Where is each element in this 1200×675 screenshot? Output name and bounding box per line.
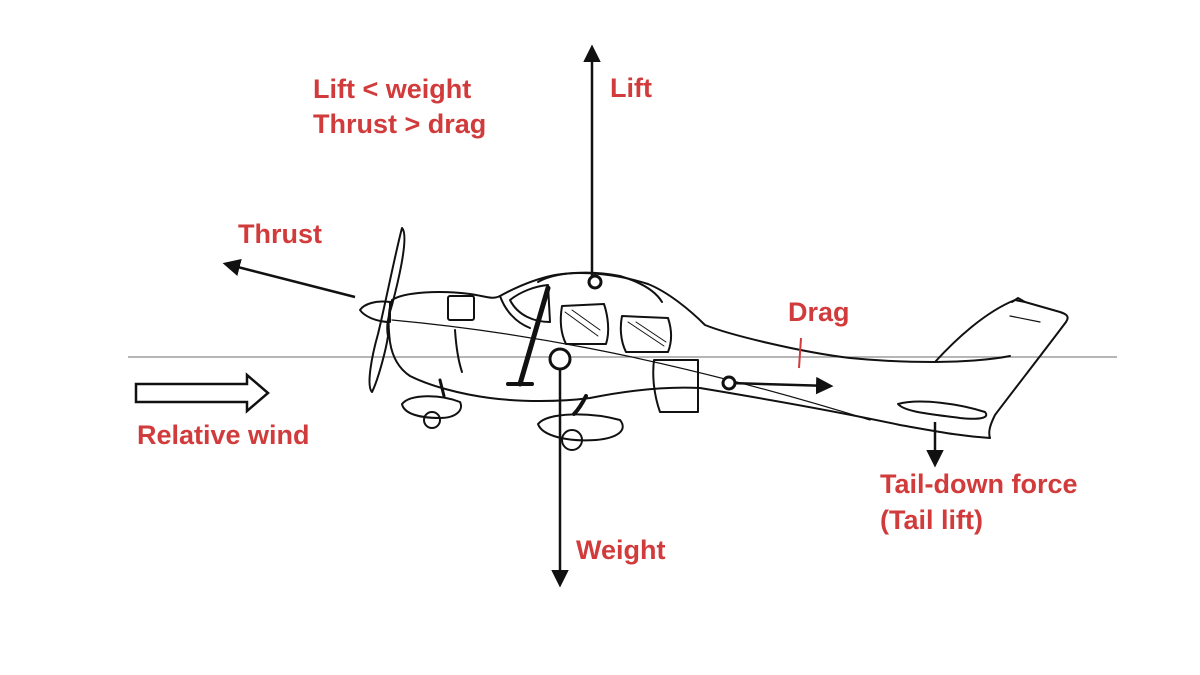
thrust-vector (222, 258, 356, 299)
condition-lift-label: Lift < weight (313, 74, 472, 104)
main-wheel-pant (537, 413, 624, 442)
drag-leader-line (798, 337, 802, 369)
airplane-illustration (359, 227, 1069, 451)
thrust-label: Thrust (238, 219, 322, 249)
relative-wind-label: Relative wind (137, 420, 310, 450)
drag-vector (729, 376, 834, 395)
propeller (368, 227, 406, 393)
rear-window (619, 315, 672, 353)
lift-label: Lift (610, 73, 652, 103)
tail-lift-label: (Tail lift) (880, 505, 983, 535)
center-of-gravity (548, 347, 572, 371)
fuselage (387, 272, 1069, 439)
cabin-window (559, 303, 610, 345)
tail-down-force-label: Tail-down force (880, 469, 1078, 499)
lift-point (587, 274, 603, 290)
relative-wind-arrow (134, 372, 270, 414)
drag-label: Drag (788, 297, 850, 327)
spinner (359, 300, 391, 323)
nose-wheel-pant (401, 395, 462, 419)
windshield (509, 284, 551, 323)
weight-label: Weight (576, 535, 666, 565)
condition-thrust-label: Thrust > drag (313, 109, 487, 139)
drag-point (721, 375, 737, 391)
horizontal-stabilizer (897, 400, 988, 420)
